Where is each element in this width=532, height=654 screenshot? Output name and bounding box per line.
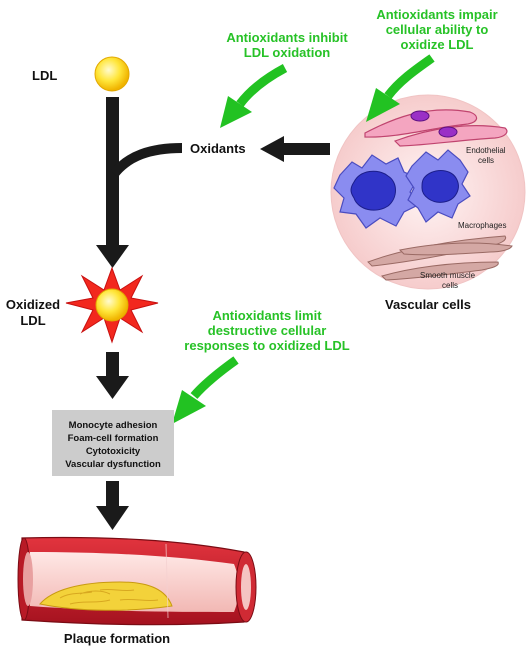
arrow-ldl-to-oxidized bbox=[96, 97, 129, 268]
green-arrow-limit bbox=[172, 356, 239, 424]
annotation-inhibit-line1: Antioxidants inhibit bbox=[226, 30, 348, 45]
oxidants-label: Oxidants bbox=[190, 141, 246, 156]
oxidized-ldl-label-2: LDL bbox=[20, 313, 45, 328]
oxidant-branch-curve bbox=[110, 143, 183, 178]
oxidized-ldl-burst bbox=[65, 266, 159, 344]
green-arrow-impair bbox=[366, 54, 435, 122]
arrow-responses-to-plaque bbox=[96, 481, 129, 530]
smooth-muscle-label-1: Smooth muscle bbox=[420, 271, 476, 280]
annotation-impair-line2: cellular ability to bbox=[386, 22, 489, 37]
oxidized-ldl-particle bbox=[95, 288, 129, 322]
smooth-muscle-cells bbox=[367, 235, 513, 281]
smooth-muscle-label-2: cells bbox=[442, 281, 458, 290]
response-item: Foam-cell formation bbox=[68, 433, 159, 444]
annotation-limit-line2: destructive cellular bbox=[208, 323, 327, 338]
endothelial-cells bbox=[364, 109, 508, 147]
annotation-inhibit-line2: LDL oxidation bbox=[244, 45, 330, 60]
oxidized-ldl-label-1: Oxidized bbox=[6, 297, 60, 312]
arrow-cells-to-oxidants bbox=[260, 136, 330, 162]
arrow-oxidized-to-responses bbox=[96, 352, 129, 399]
annotation-limit-line1: Antioxidants limit bbox=[212, 308, 322, 323]
response-item: Vascular dysfunction bbox=[65, 459, 161, 470]
ldl-particle bbox=[94, 56, 130, 92]
response-item: Cytotoxicity bbox=[86, 446, 141, 457]
plaque-formation-label: Plaque formation bbox=[64, 631, 170, 646]
endothelial-label-1: Endothelial bbox=[466, 146, 506, 155]
annotation-impair-line3: oxidize LDL bbox=[401, 37, 474, 52]
vascular-cells-label: Vascular cells bbox=[385, 297, 471, 312]
annotation-limit-line3: responses to oxidized LDL bbox=[184, 338, 349, 353]
vascular-cells-illustration: Endothelial cells Macrophages Smooth mus… bbox=[330, 94, 526, 290]
macrophages-label: Macrophages bbox=[458, 221, 506, 230]
cellular-responses-box bbox=[52, 410, 174, 476]
macrophages bbox=[333, 149, 471, 229]
green-arrow-inhibit bbox=[220, 64, 288, 128]
response-item: Monocyte adhesion bbox=[69, 420, 158, 431]
endothelial-label-2: cells bbox=[478, 156, 494, 165]
ldl-label: LDL bbox=[32, 68, 57, 83]
annotation-impair-line1: Antioxidants impair bbox=[376, 7, 497, 22]
blood-vessel-with-plaque bbox=[17, 536, 257, 626]
